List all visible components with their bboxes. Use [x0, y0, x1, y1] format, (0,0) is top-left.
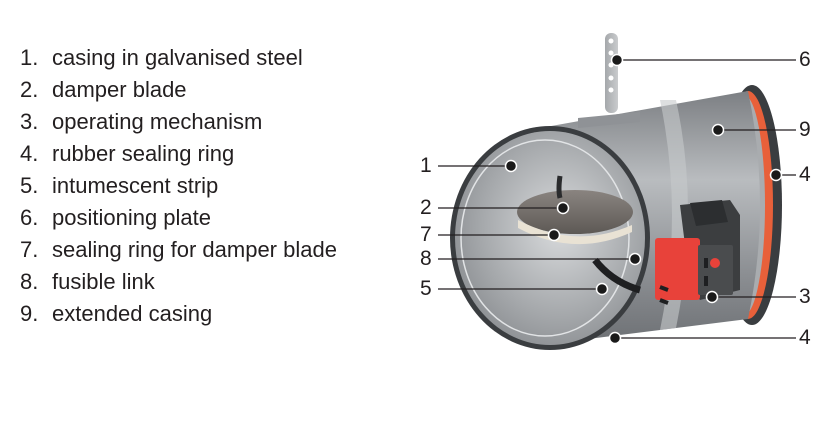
- callout-label-2: 2: [420, 196, 432, 219]
- callout-label-3: 3: [799, 285, 811, 308]
- legend-item-7: 7.sealing ring for damper blade: [20, 237, 337, 262]
- callout-label-6: 6: [799, 48, 811, 71]
- legend-item-3: 3.operating mechanism: [20, 109, 263, 134]
- legend-item-4: 4.rubber sealing ring: [20, 141, 235, 166]
- callout-label-4-front: 4: [799, 326, 811, 349]
- parts-legend: 1.casing in galvanised steel 2.damper bl…: [20, 42, 337, 330]
- legend-item-9: 9.extended casing: [20, 301, 213, 326]
- operating-mechanism: [655, 200, 740, 305]
- positioning-plate: [578, 33, 640, 128]
- callout-label-7: 7: [420, 223, 432, 246]
- callout-lines: [438, 59, 796, 339]
- legend-item-6: 6.positioning plate: [20, 205, 212, 230]
- callout-label-5: 5: [420, 277, 432, 300]
- callout-label-1: 1: [420, 154, 432, 177]
- callout-label-4-rear: 4: [799, 163, 811, 186]
- legend-item-5: 5.intumescent strip: [20, 173, 219, 198]
- legend-item-1: 1.casing in galvanised steel: [20, 45, 303, 70]
- callout-label-9: 9: [799, 118, 811, 141]
- callout-dots: [504, 53, 783, 345]
- legend-item-2: 2.damper blade: [20, 77, 187, 102]
- callout-label-8: 8: [420, 247, 432, 270]
- legend-item-8: 8.fusible link: [20, 269, 155, 294]
